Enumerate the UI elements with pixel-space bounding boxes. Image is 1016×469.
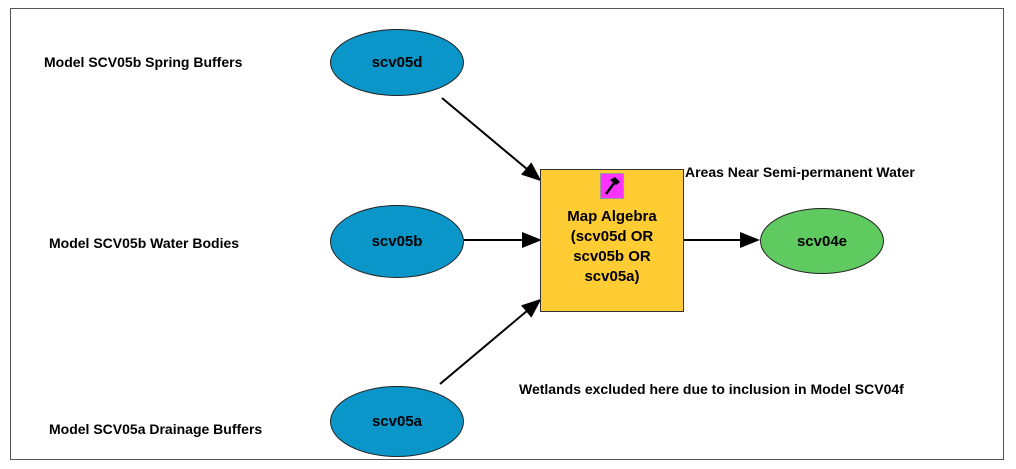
tool-label-line: (scv05d OR [570, 228, 654, 245]
wetlands-note: Wetlands excluded here due to inclusion … [519, 381, 904, 397]
tool-label-line: Map Algebra [567, 208, 657, 225]
input-node-scv05d[interactable]: scv05d [330, 29, 464, 96]
hammer-icon [600, 173, 624, 199]
input-node-scv05b[interactable]: scv05b [330, 205, 464, 278]
arrow-scv05a-to-tool [439, 298, 542, 385]
tool-label-line: scv05b OR [573, 248, 651, 265]
output-label: Areas Near Semi-permanent Water [685, 164, 915, 180]
tool-label: Map Algebra (scv05d OR scv05b OR scv05a) [567, 207, 656, 287]
input-label-water-bodies: Model SCV05b Water Bodies [49, 235, 240, 251]
input-node-scv05a[interactable]: scv05a [330, 386, 464, 457]
output-node-scv04e[interactable]: scv04e [760, 208, 884, 274]
arrow-scv05d-to-tool [441, 97, 542, 182]
diagram-frame [10, 8, 1004, 460]
tool-label-line: scv05a) [584, 268, 640, 285]
input-label-drainage-buffers: Model SCV05a Drainage Buffers [49, 421, 263, 437]
map-algebra-tool[interactable]: Map Algebra (scv05d OR scv05b OR scv05a) [540, 169, 684, 312]
input-label-spring-buffers: Model SCV05b Spring Buffers [44, 54, 243, 70]
